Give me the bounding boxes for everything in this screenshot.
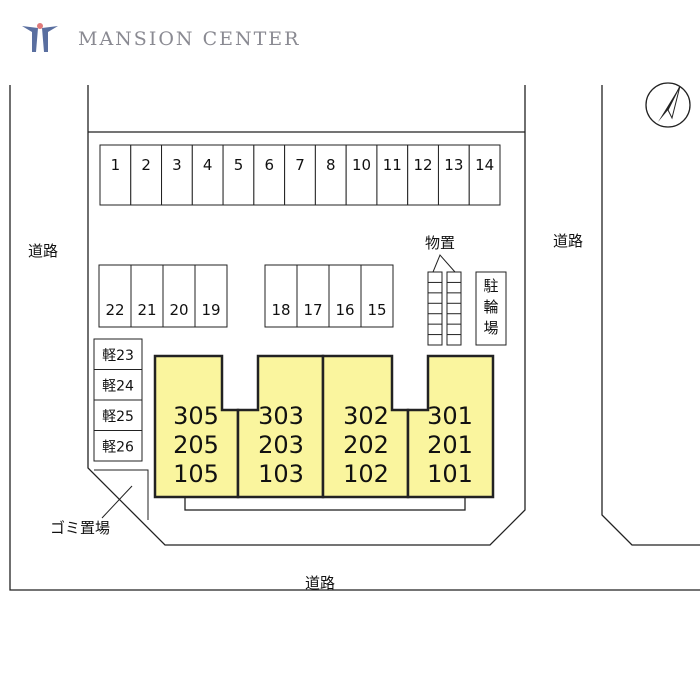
parking-number: 4 [203,156,213,174]
parking-number: 1 [111,156,121,174]
parking-number: 6 [264,156,274,174]
bicycle-parking [475,271,507,346]
parking-number: 19 [201,301,220,319]
parking-number: 18 [271,301,290,319]
brand-name: MANSION CENTER [78,28,301,50]
parking-number: 7 [295,156,305,174]
room-number: 305 [173,402,219,430]
lot-boundary [87,85,526,546]
parking-number: 2 [141,156,151,174]
kei-parking-number: 軽26 [102,440,134,456]
logo-icon [20,22,60,56]
storage-unit [446,271,462,346]
parking-space [437,144,470,206]
room-number: 101 [427,460,473,488]
parking-space [376,144,409,206]
road-boundary-west [9,85,700,591]
kei-parking-number: 軽23 [102,348,134,364]
parking-space [407,144,439,206]
parking-space [222,144,255,206]
parking-number: 5 [234,156,244,174]
parking-space [162,264,196,328]
parking-space [130,144,163,206]
parking-number: 20 [169,301,188,319]
road-label-west: 道路 [28,242,58,260]
building-unit-block [406,354,495,499]
parking-space [191,144,224,206]
bicycle-parking-label: 駐輪場 [483,277,498,337]
road-label-south: 道路 [305,574,335,592]
parking-space [130,264,164,328]
parking-number: 17 [303,301,322,319]
parking-space [284,144,316,206]
parking-space [296,264,330,328]
parking-number: 12 [414,156,433,174]
kei-parking-space [93,338,143,370]
parking-number: 10 [352,156,371,174]
kei-parking-space [93,430,143,462]
parking-space [468,144,501,206]
kei-parking-number: 軽24 [102,379,134,395]
parking-number: 14 [475,156,494,174]
parking-space [98,264,132,328]
room-number: 303 [258,402,304,430]
room-number: 105 [173,460,219,488]
room-number: 205 [173,431,219,459]
room-number: 103 [258,460,304,488]
parking-space [99,144,132,206]
parking-number: 15 [367,301,386,319]
parking-space [253,144,286,206]
parking-number: 13 [444,156,463,174]
parking-space [345,144,378,206]
room-number: 302 [343,402,389,430]
garbage-area [94,469,149,520]
parking-space [194,264,228,328]
parking-number: 3 [172,156,182,174]
room-number: 201 [427,431,473,459]
north-arrow-icon [645,82,691,128]
parking-space [161,144,193,206]
kei-parking-number: 軽25 [102,409,134,425]
storage-unit [427,271,443,346]
room-number: 202 [343,431,389,459]
kei-parking-space [93,369,143,401]
parking-number: 8 [326,156,336,174]
room-number: 203 [258,431,304,459]
parking-space [360,264,394,328]
parking-number: 16 [335,301,354,319]
parking-number: 22 [105,301,124,319]
road-label-east: 道路 [553,232,583,250]
storage-label: 物置 [425,234,455,252]
room-number: 301 [427,402,473,430]
parking-space [314,144,347,206]
room-number: 102 [343,460,389,488]
parking-number: 21 [137,301,156,319]
corridor [184,496,466,511]
parking-space [264,264,298,328]
garbage-label: ゴミ置場 [50,519,110,537]
road-boundary-east [601,85,700,546]
parking-number: 11 [383,156,402,174]
